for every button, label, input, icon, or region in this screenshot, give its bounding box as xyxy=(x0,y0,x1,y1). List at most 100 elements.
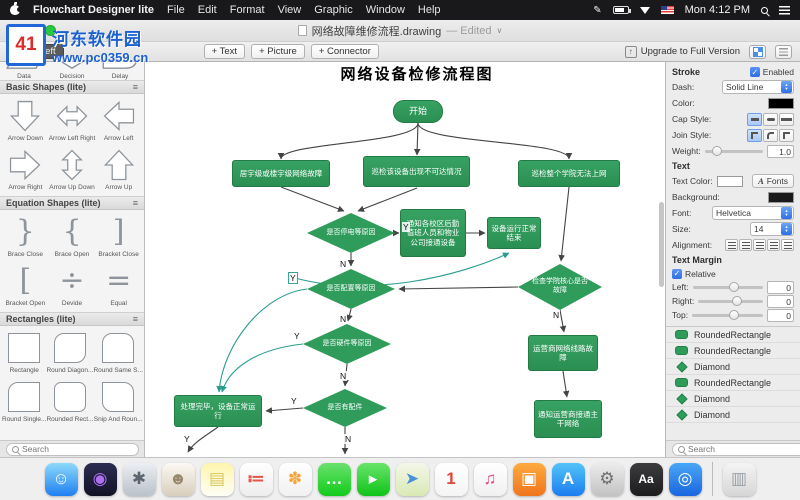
margin-right-value[interactable]: 0 xyxy=(767,294,794,308)
dock-system-preferences-icon[interactable]: ⚙ xyxy=(590,462,624,496)
section-header[interactable]: Rectangles (lite)≡ xyxy=(0,312,144,326)
flow-edge[interactable] xyxy=(277,122,419,160)
margin-top-slider[interactable] xyxy=(692,309,763,320)
align-text-middle-button[interactable] xyxy=(781,239,794,251)
shape-rectangle[interactable]: Rectangle xyxy=(2,328,46,377)
layer-item-diamond[interactable]: Diamond xyxy=(666,391,800,407)
shape-equal[interactable]: =Equal xyxy=(106,263,132,308)
notification-center-icon[interactable] xyxy=(779,5,790,15)
dock-photos-icon[interactable]: ✽ xyxy=(278,462,312,496)
dock-finder-icon[interactable]: ☺ xyxy=(44,462,78,496)
inspector-search-field[interactable] xyxy=(672,442,800,456)
node-notify-logistics[interactable]: 通知各校区后勤值班人员和物业公司接通设备 xyxy=(400,209,466,257)
margin-left-thumb[interactable] xyxy=(729,281,740,292)
layer-item-roundedrectangle[interactable]: RoundedRectangle xyxy=(666,375,800,391)
edge-label-y[interactable]: Y xyxy=(288,272,298,285)
text-color-swatch[interactable] xyxy=(716,175,743,187)
us-flag-icon[interactable] xyxy=(660,6,674,14)
menu-graphic[interactable]: Graphic xyxy=(314,4,353,16)
add-picture-button[interactable]: + Picture xyxy=(251,44,305,59)
inspector-search-input[interactable] xyxy=(688,444,799,454)
library-search-field[interactable] xyxy=(6,442,139,456)
stroke-color-swatch[interactable] xyxy=(768,97,794,109)
shape-round-single[interactable]: Round Single... xyxy=(2,377,46,426)
title-chevron-icon[interactable]: ∨ xyxy=(496,26,503,35)
cap-round-button[interactable] xyxy=(763,112,778,126)
background-color-swatch[interactable] xyxy=(768,191,794,203)
menu-format[interactable]: Format xyxy=(229,4,265,16)
flow-edge[interactable] xyxy=(558,186,570,262)
join-round-button[interactable] xyxy=(763,128,778,142)
join-miter-button[interactable] xyxy=(747,128,762,142)
shape-arrow-down[interactable]: Arrow Down xyxy=(2,96,49,145)
shape-devide[interactable]: ÷Devide xyxy=(59,263,85,308)
dock-facetime-icon[interactable]: ▸ xyxy=(356,462,390,496)
flow-edge[interactable] xyxy=(562,370,570,398)
flow-edge[interactable] xyxy=(346,308,353,322)
flow-edge[interactable] xyxy=(357,187,418,212)
align-text-left-button[interactable] xyxy=(725,239,738,251)
edge-label-y[interactable]: Y xyxy=(293,331,301,342)
dock-notes-icon[interactable]: ▤ xyxy=(200,462,234,496)
list-view-button[interactable] xyxy=(775,44,792,59)
dock-ibooks-icon[interactable]: ▣ xyxy=(512,462,546,496)
margin-left-value[interactable]: 0 xyxy=(767,280,794,294)
shape-brace-open[interactable]: {Brace Open xyxy=(54,214,90,259)
add-connector-button[interactable]: + Connector xyxy=(310,44,379,59)
menu-view[interactable]: View xyxy=(277,4,302,16)
dock-maps-icon[interactable]: ➤ xyxy=(395,462,429,496)
flow-edge[interactable] xyxy=(398,285,519,293)
flowchart-title[interactable]: 网络设备检修流程图 xyxy=(340,66,494,83)
menubar-clock[interactable]: Mon 4:12 PM xyxy=(684,4,750,16)
edge-label-y[interactable]: Y xyxy=(290,396,298,407)
shape-delay[interactable]: Delay xyxy=(96,62,144,80)
ink-status-icon[interactable]: ✎ xyxy=(593,4,602,16)
menu-edit[interactable]: Edit xyxy=(197,4,217,16)
layer-item-diamond[interactable]: Diamond xyxy=(666,359,800,375)
node-repair-done[interactable]: 处理完毕，设备正常运行 xyxy=(174,395,262,427)
edge-label-n[interactable]: N xyxy=(344,434,353,445)
cap-square-button[interactable] xyxy=(779,112,794,126)
shape-bracket-open[interactable]: [Bracket Open xyxy=(5,263,46,308)
shape-round-same[interactable]: Round Same S... xyxy=(93,328,143,377)
shape-arrow-up-down[interactable]: Arrow Up Down xyxy=(49,145,96,194)
layer-item-roundedrectangle[interactable]: RoundedRectangle xyxy=(666,327,800,343)
canvas-scrollbar[interactable] xyxy=(659,202,664,287)
shape-snip-round[interactable]: Snip And Roun... xyxy=(93,377,143,426)
flow-edge[interactable] xyxy=(265,407,304,414)
shape-arrow-up[interactable]: Arrow Up xyxy=(95,145,142,194)
battery-icon[interactable] xyxy=(612,6,631,14)
upgrade-link[interactable]: ↑ Upgrade to Full Version xyxy=(624,45,740,58)
shape-round-diagonal[interactable]: Round Diagon... xyxy=(46,328,93,377)
dash-dropdown[interactable]: Solid Line xyxy=(722,80,794,94)
size-dropdown[interactable]: 14 xyxy=(750,222,794,236)
edge-label-y[interactable]: Y xyxy=(402,222,410,233)
edge-label-n[interactable]: N xyxy=(339,314,348,325)
dock-app-store-icon[interactable]: A xyxy=(551,462,585,496)
edge-label-n[interactable]: N xyxy=(552,310,561,321)
flow-edge[interactable] xyxy=(417,122,573,160)
section-menu-icon[interactable]: ≡ xyxy=(132,314,138,324)
app-menu-title[interactable]: Flowchart Designer lite xyxy=(33,4,155,16)
section-header[interactable]: Equation Shapes (lite)≡ xyxy=(0,196,144,210)
dock-siri-icon[interactable]: ◉ xyxy=(83,462,117,496)
shape-rounded[interactable]: Rounded Rect... xyxy=(46,377,93,426)
section-header[interactable]: Basic Shapes (lite)≡ xyxy=(0,80,144,94)
wifi-icon[interactable] xyxy=(639,6,650,14)
flow-edge[interactable] xyxy=(220,343,304,393)
margin-right-slider[interactable] xyxy=(698,295,763,306)
node-notify-isp[interactable]: 通知运营商接通主干网络 xyxy=(534,400,602,438)
document-title[interactable]: 网络故障维修流程.drawing xyxy=(311,25,442,38)
join-bevel-button[interactable] xyxy=(779,128,794,142)
node-device-unreachable[interactable]: 巡检该设备出现不可达情况 xyxy=(363,156,470,187)
flow-edge[interactable] xyxy=(559,309,567,333)
cap-butt-button[interactable] xyxy=(747,112,762,126)
section-menu-icon[interactable]: ≡ xyxy=(132,82,138,92)
shape-arrow-left[interactable]: Arrow Left xyxy=(95,96,142,145)
shape-bracket-close[interactable]: ]Bracket Close xyxy=(98,214,139,259)
shape-brace-close[interactable]: }Brace Close xyxy=(7,214,44,259)
section-menu-icon[interactable]: ≡ xyxy=(132,198,138,208)
dock-fonts-app-icon[interactable]: Aa xyxy=(629,462,663,496)
dock-itunes-icon[interactable]: ♫ xyxy=(473,462,507,496)
weight-slider-thumb[interactable] xyxy=(711,145,722,156)
